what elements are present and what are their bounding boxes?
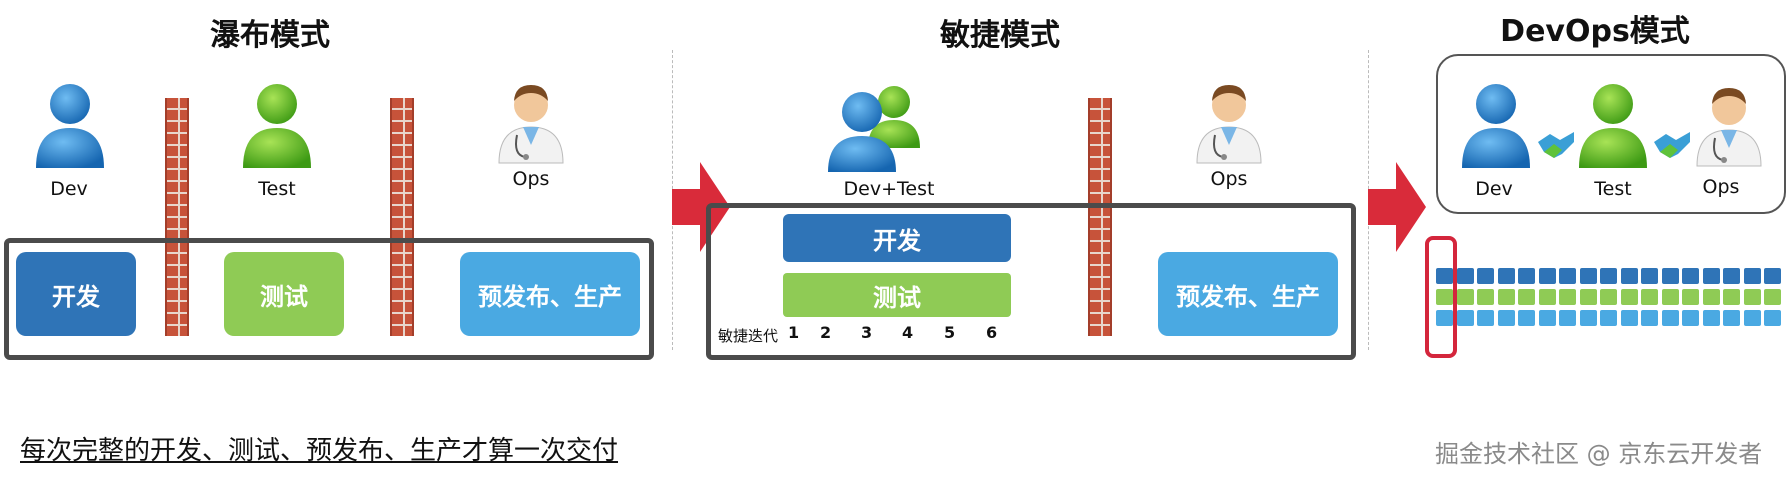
devops-grid-cell [1662, 268, 1679, 284]
devops-grid-cell [1539, 268, 1556, 284]
devops-grid-cell [1559, 268, 1576, 284]
devops-grid-cell [1723, 289, 1740, 305]
devops-test-label: Test [1553, 178, 1673, 200]
devops-grid-cell [1764, 268, 1781, 284]
devops-title: DevOps模式 [1460, 6, 1730, 50]
dev-test-pair-icon [826, 82, 926, 174]
devops-grid-cell [1621, 289, 1638, 305]
waterfall-test-label: Test [217, 178, 337, 200]
devops-grid-cell [1764, 310, 1781, 326]
devops-grid-cell [1498, 310, 1515, 326]
waterfall-title: 瀑布模式 [170, 10, 370, 54]
agile-devtest-label: Dev+Test [829, 178, 949, 200]
waterfall-dev-box: 开发 [16, 252, 136, 336]
devops-grid-cell [1477, 268, 1494, 284]
devops-grid-cell [1744, 310, 1761, 326]
devops-dev-label: Dev [1434, 178, 1554, 200]
agile-test-box: 测试 [783, 273, 1011, 317]
devops-grid-cell [1600, 310, 1617, 326]
devops-single-iteration-highlight [1425, 236, 1457, 358]
waterfall-release-box: 预发布、生产 [460, 252, 640, 336]
devops-grid-cell [1457, 289, 1474, 305]
devops-grid-cell [1662, 289, 1679, 305]
devops-grid-cell [1580, 310, 1597, 326]
iteration-number: 4 [902, 323, 913, 342]
devops-grid-cell [1621, 268, 1638, 284]
devops-grid-cell [1703, 310, 1720, 326]
ops-doctor-icon [1193, 75, 1265, 165]
devops-grid-cell [1641, 310, 1658, 326]
test-person-icon [237, 80, 317, 170]
handshake-icon [1536, 128, 1576, 164]
devops-grid-cell [1703, 289, 1720, 305]
devops-grid-cell [1580, 289, 1597, 305]
devops-iteration-grid [1436, 268, 1788, 332]
devops-grid-cell [1518, 268, 1535, 284]
devops-grid-cell [1580, 268, 1597, 284]
devops-grid-cell [1539, 310, 1556, 326]
devops-grid-cell [1744, 268, 1761, 284]
devops-grid-cell [1559, 289, 1576, 305]
footer-note: 每次完整的开发、测试、预发布、生产才算一次交付 [20, 430, 618, 467]
devops-grid-cell [1641, 289, 1658, 305]
waterfall-test-box: 测试 [224, 252, 344, 336]
devops-grid-cell [1682, 310, 1699, 326]
devops-grid-cell [1723, 268, 1740, 284]
agile-iteration-label: 敏捷迭代 [718, 325, 778, 346]
devops-grid-cell [1457, 310, 1474, 326]
devops-grid-cell [1498, 268, 1515, 284]
dev-person-icon [1456, 80, 1536, 170]
watermark: 掘金技术社区 @ 京东云开发者 [1435, 434, 1762, 469]
devops-grid-cell [1682, 289, 1699, 305]
agile-release-box: 预发布、生产 [1158, 252, 1338, 336]
agile-ops-label: Ops [1169, 168, 1289, 190]
devops-grid-cell [1518, 289, 1535, 305]
iteration-number: 3 [861, 323, 872, 342]
iteration-number: 2 [820, 323, 831, 342]
devops-grid-cell [1518, 310, 1535, 326]
agile-dev-box: 开发 [783, 214, 1011, 262]
devops-grid-cell [1457, 268, 1474, 284]
devops-grid-cell [1682, 268, 1699, 284]
ops-doctor-icon [495, 75, 567, 165]
devops-grid-cell [1600, 268, 1617, 284]
devops-grid-cell [1764, 289, 1781, 305]
devops-grid-cell [1477, 289, 1494, 305]
waterfall-dev-label: Dev [9, 178, 129, 200]
handshake-icon [1652, 128, 1692, 164]
waterfall-ops-label: Ops [471, 168, 591, 190]
devops-ops-label: Ops [1661, 176, 1781, 198]
devops-grid-cell [1621, 310, 1638, 326]
agile-title: 敏捷模式 [900, 10, 1100, 54]
devops-grid-cell [1539, 289, 1556, 305]
devops-grid-cell [1498, 289, 1515, 305]
ops-doctor-icon [1693, 78, 1765, 168]
test-person-icon [1573, 80, 1653, 170]
devops-grid-cell [1662, 310, 1679, 326]
iteration-number: 5 [944, 323, 955, 342]
iteration-number: 1 [788, 323, 799, 342]
devops-grid-cell [1600, 289, 1617, 305]
devops-grid-cell [1723, 310, 1740, 326]
dev-person-icon [30, 80, 110, 170]
devops-grid-cell [1641, 268, 1658, 284]
devops-grid-cell [1744, 289, 1761, 305]
iteration-number: 6 [986, 323, 997, 342]
devops-grid-cell [1703, 268, 1720, 284]
devops-grid-cell [1477, 310, 1494, 326]
devops-grid-cell [1559, 310, 1576, 326]
arrow-right-icon [1368, 162, 1426, 252]
